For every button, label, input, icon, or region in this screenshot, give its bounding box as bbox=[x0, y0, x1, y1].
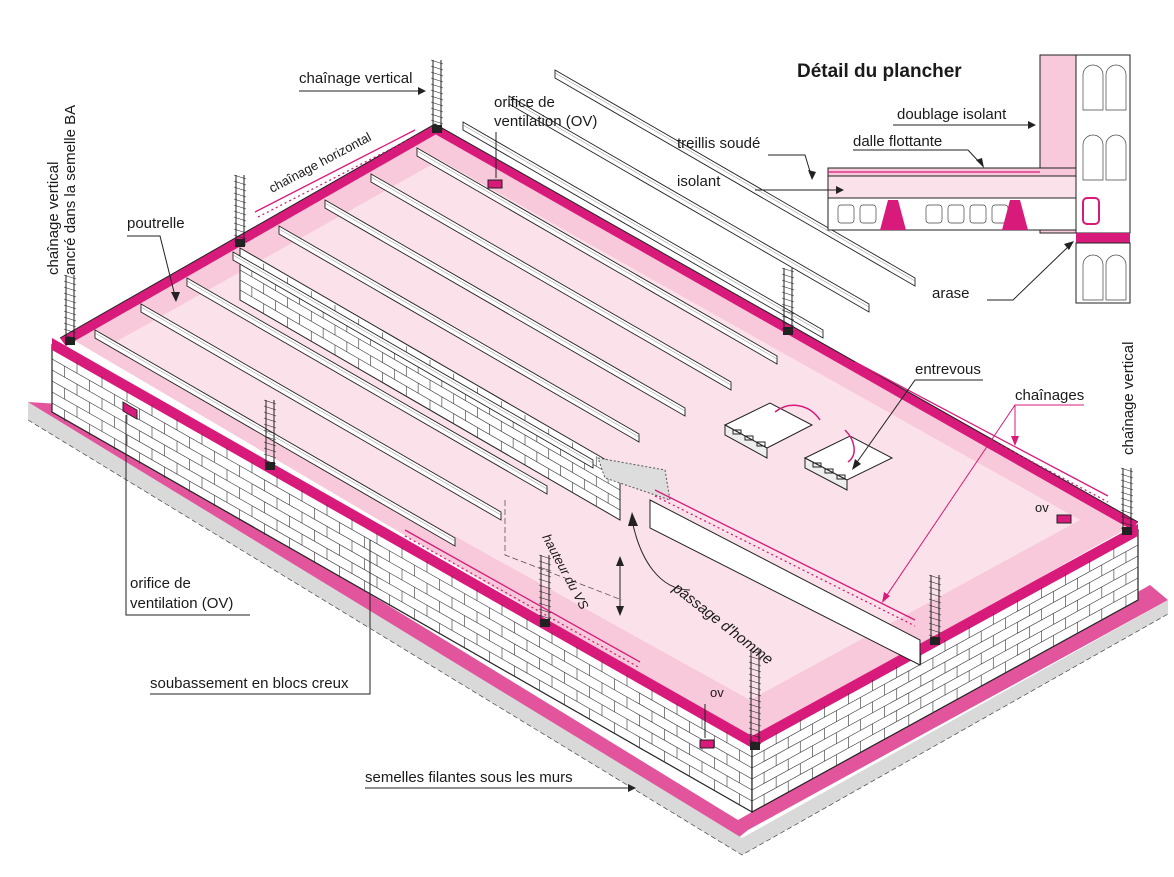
rubble-hatch bbox=[597, 457, 671, 501]
orifice-top-label-2: ventilation (OV) bbox=[494, 113, 597, 130]
joist bbox=[416, 147, 778, 365]
floor-detail: Détail du plancher bbox=[677, 54, 1131, 304]
ventilation-orifices bbox=[122, 179, 1072, 749]
treillis-soude-label: treillis soudé bbox=[677, 135, 760, 152]
dalle-flottante-label: dalle flottante bbox=[853, 133, 942, 150]
front-left-wall bbox=[51, 338, 753, 814]
joist bbox=[278, 225, 640, 443]
chainage-vertical-right-label: chaînage vertical bbox=[1120, 342, 1137, 455]
chainages-label: chaînages bbox=[1015, 387, 1084, 404]
ov-front-label: ov bbox=[710, 685, 724, 700]
joist bbox=[370, 173, 732, 391]
height-marker bbox=[504, 500, 691, 616]
front-right-wall bbox=[751, 524, 1139, 814]
entrevous-blocks bbox=[723, 402, 894, 491]
ov-right-label: ov bbox=[1035, 500, 1049, 515]
joist bbox=[508, 95, 870, 313]
joist bbox=[94, 329, 456, 547]
orifice-left-label-2: ventilation (OV) bbox=[130, 595, 233, 612]
doublage-isolant-label: doublage isolant bbox=[897, 106, 1007, 123]
joist bbox=[140, 303, 502, 521]
poutrelle-label: poutrelle bbox=[127, 215, 185, 232]
soubassement-label: soubassement en blocs creux bbox=[150, 675, 349, 692]
horizontal-rebars bbox=[254, 129, 1109, 669]
chainage-vertical-top-label: chaînage vertical bbox=[299, 70, 412, 87]
joist bbox=[324, 199, 686, 417]
joist bbox=[462, 121, 824, 339]
arase-label: arase bbox=[932, 285, 970, 302]
detail-title: Détail du plancher bbox=[797, 61, 962, 82]
vertical-rebar-cages bbox=[63, 59, 1134, 750]
crawlspace-floor bbox=[70, 128, 1128, 740]
orifice-top-label-1: orifice de bbox=[494, 94, 555, 111]
back-left-chainage bbox=[60, 124, 440, 346]
joist bbox=[554, 69, 916, 287]
joist bbox=[186, 277, 548, 495]
isolant-label: isolant bbox=[677, 173, 721, 190]
chainage-vertical-ancre-label-1: chaînage vertical bbox=[45, 162, 62, 275]
joist bbox=[232, 251, 594, 469]
semelles-label: semelles filantes sous les murs bbox=[365, 769, 573, 786]
footing-strip bbox=[27, 402, 1169, 856]
entrevous-label: entrevous bbox=[915, 361, 981, 378]
joists bbox=[94, 69, 916, 547]
orifice-left-label-1: orifice de bbox=[130, 575, 191, 592]
chainage-vertical-ancre-label-2: ancré dans la semelle BA bbox=[62, 105, 79, 275]
